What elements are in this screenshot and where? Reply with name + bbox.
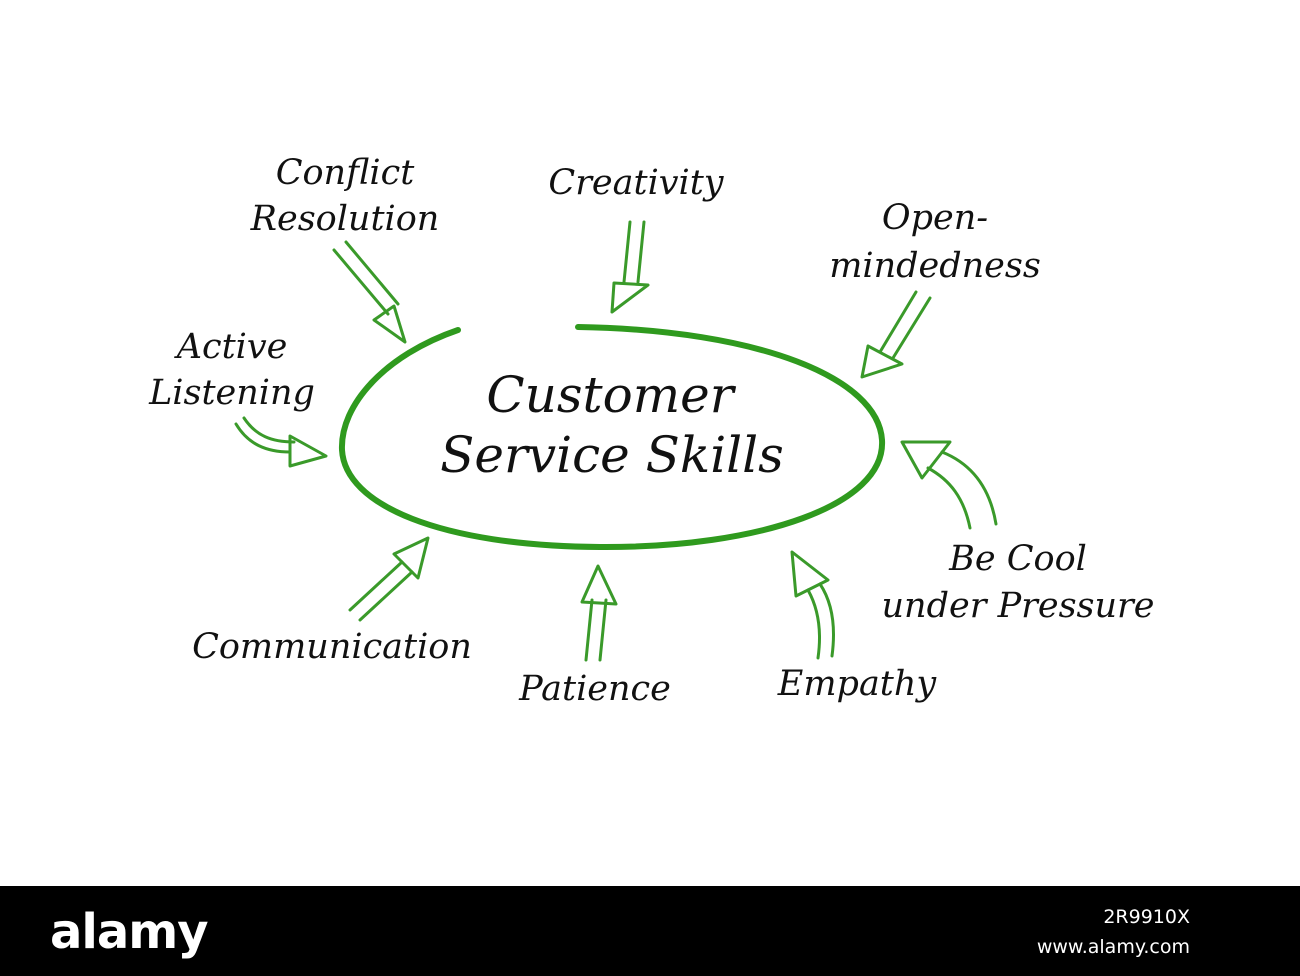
diagram-canvas: Customer Service Skills Conflict Resolut…: [148, 153, 1155, 709]
center-title-line1: Customer: [486, 366, 736, 424]
arrow-creativity: [610, 220, 650, 314]
arrow-open-mindedness: [860, 290, 932, 379]
skill-conflict-resolution-line2: Resolution: [250, 199, 440, 239]
arrow-patience: [580, 564, 618, 662]
alamy-logo: alamy: [50, 904, 209, 960]
watermark-bar: alamy 2R9910X www.alamy.com: [0, 886, 1300, 976]
skill-open-mindedness-line1: Open-: [882, 198, 988, 238]
image-id-text: 2R9910X: [1103, 906, 1190, 928]
site-url-text: www.alamy.com: [1036, 936, 1190, 958]
skill-be-cool-line2: under Pressure: [882, 586, 1155, 626]
center-title-line2: Service Skills: [440, 426, 784, 484]
arrow-active-listening: [234, 416, 328, 468]
arrow-conflict-resolution: [332, 240, 407, 344]
skill-active-listening-line1: Active: [174, 327, 288, 367]
skill-active-listening-line2: Listening: [148, 373, 315, 413]
arrow-communication: [348, 536, 430, 622]
skill-open-mindedness-line2: mindedness: [829, 246, 1041, 286]
arrow-be-cool: [900, 440, 998, 530]
skill-conflict-resolution-line1: Conflict: [276, 153, 416, 193]
skill-patience: Patience: [518, 669, 671, 709]
skill-creativity: Creativity: [548, 163, 724, 203]
center-ellipse: [338, 324, 886, 551]
skill-be-cool-line1: Be Cool: [948, 539, 1087, 579]
arrow-empathy: [790, 550, 835, 660]
skill-communication: Communication: [192, 627, 472, 667]
skill-empathy: Empathy: [777, 664, 938, 704]
